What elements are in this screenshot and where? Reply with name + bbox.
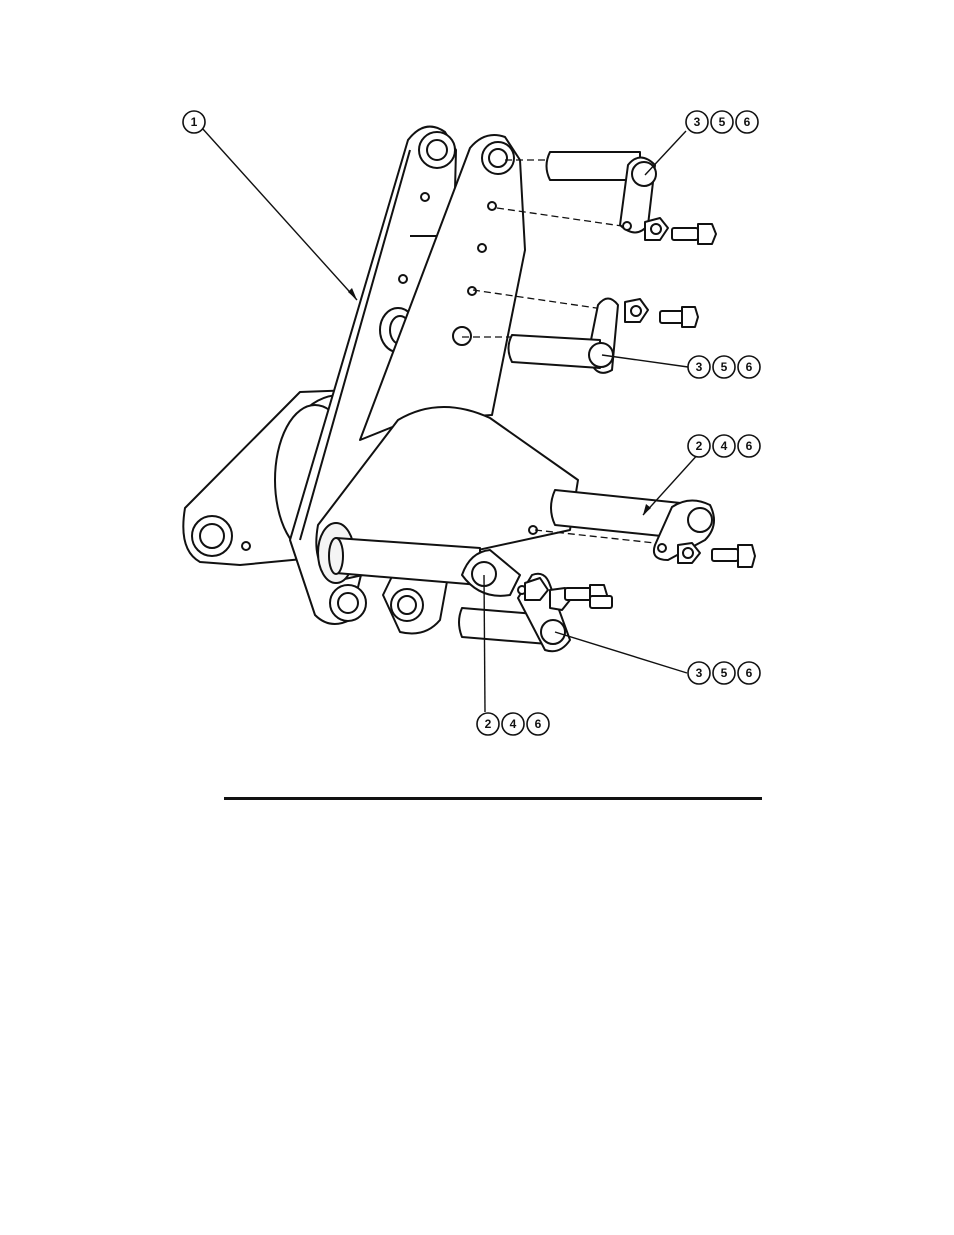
- callout-top-right: 3 5 6: [686, 111, 758, 133]
- callout-bottom-2: 4: [510, 717, 517, 731]
- callout-lower-right-2: 5: [721, 666, 728, 680]
- callout-lower-right-1: 3: [696, 666, 703, 680]
- callout-right-2: 4: [721, 439, 728, 453]
- callout-mid-right-1: 3: [696, 360, 703, 374]
- callout-item-1: 1: [183, 111, 205, 133]
- callout-top-right-3: 6: [744, 115, 751, 129]
- callout-bottom-1: 2: [485, 717, 492, 731]
- callout-right-3: 6: [746, 439, 753, 453]
- horizontal-rule: [224, 797, 762, 800]
- callout-right-1: 2: [696, 439, 703, 453]
- callout-right: 2 4 6: [688, 435, 760, 457]
- callout-bottom-3: 6: [535, 717, 542, 731]
- callout-mid-right: 3 5 6: [688, 356, 760, 378]
- callout-item-1-label: 1: [191, 115, 198, 129]
- callout-mid-right-2: 5: [721, 360, 728, 374]
- callout-lower-right: 3 5 6: [688, 662, 760, 684]
- callout-mid-right-3: 6: [746, 360, 753, 374]
- exploded-assembly-drawing: 1 3 5 6 3 5 6 2 4 6 3 5 6: [0, 0, 954, 800]
- callout-lower-right-3: 6: [746, 666, 753, 680]
- callout-top-right-2: 5: [719, 115, 726, 129]
- callout-top-right-1: 3: [694, 115, 701, 129]
- top-pin-assembly: [497, 152, 716, 244]
- callout-bottom: 2 4 6: [477, 713, 549, 735]
